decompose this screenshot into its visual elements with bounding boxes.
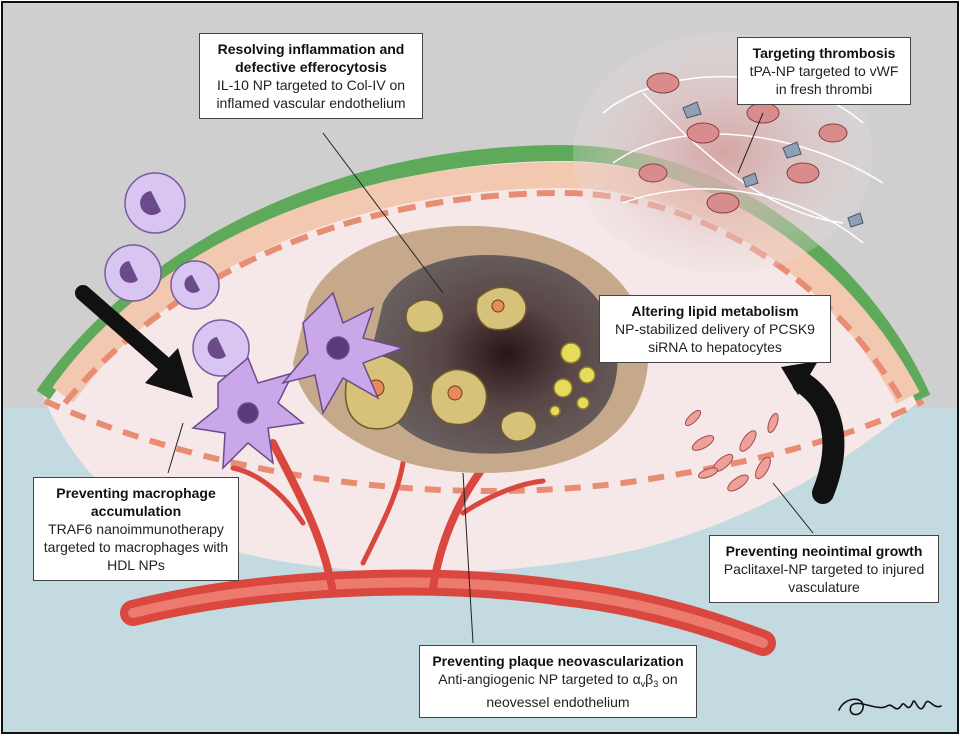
callout-thrombosis: Targeting thrombosis tPA-NP targeted to … [737, 37, 911, 105]
callout-neovascularization-body-prefix: Anti-angiogenic NP targeted to α [438, 671, 641, 687]
callout-thrombosis-body: tPA-NP targeted to vWF in fresh thrombi [749, 63, 899, 97]
callout-neointimal: Preventing neointimal growth Paclitaxel-… [709, 535, 939, 603]
smooth-muscle-layer [62, 189, 906, 405]
callout-thrombosis-title: Targeting thrombosis [752, 45, 896, 61]
callout-neointimal-body: Paclitaxel-NP targeted to injured vascul… [723, 561, 925, 595]
callout-neovascularization-title: Preventing plaque neovascularization [432, 653, 684, 669]
red-blood-cell-icon [638, 72, 848, 214]
callout-lipid: Altering lipid metabolism NP-stabilized … [599, 295, 831, 363]
leader-lines [167, 112, 814, 644]
smooth-muscle-cell-icon [684, 409, 779, 492]
plaque-illustration [3, 3, 957, 732]
monocyte-icon [104, 172, 250, 377]
platelet-icon [682, 101, 864, 228]
recruitment-arrow [75, 285, 193, 398]
callout-neovascularization: Preventing plaque neovascularization Ant… [419, 645, 697, 718]
callout-efferocytosis-body: IL-10 NP targeted to Col-IV on inflamed … [216, 77, 406, 111]
beta-symbol: β [645, 671, 654, 687]
callout-efferocytosis: Resolving inflammation and defective eff… [199, 33, 423, 119]
callout-neovascularization-body: Anti-angiogenic NP targeted to αvβ3 on n… [428, 670, 688, 711]
macrophage-icon [191, 291, 406, 470]
callout-macrophage-body: TRAF6 nanoimmunotherapy targeted to macr… [43, 521, 229, 573]
alpha-v-subscript: v [640, 679, 646, 689]
beta-3-subscript: 3 [653, 679, 659, 689]
callout-macrophage-title: Preventing macrophage accumulation [56, 485, 216, 519]
lower-smooth-muscle-layer [43, 398, 925, 494]
curved-arrow-icon [781, 361, 845, 504]
callout-lipid-title: Altering lipid metabolism [631, 303, 799, 319]
callout-lipid-body: NP-stabilized delivery of PCSK9 siRNA to… [615, 321, 815, 355]
fibrous-cap [52, 161, 920, 405]
lipid-droplet-icon [549, 342, 596, 417]
artist-signature [838, 698, 942, 716]
callout-neovascularization-body-suffix: on neovessel endothelium [486, 671, 678, 710]
callout-neointimal-title: Preventing neointimal growth [725, 543, 923, 559]
callout-efferocytosis-title: Resolving inflammation and defective eff… [217, 41, 405, 75]
neovessel-icon [120, 429, 776, 656]
callout-macrophage: Preventing macrophage accumulation TRAF6… [33, 477, 239, 581]
